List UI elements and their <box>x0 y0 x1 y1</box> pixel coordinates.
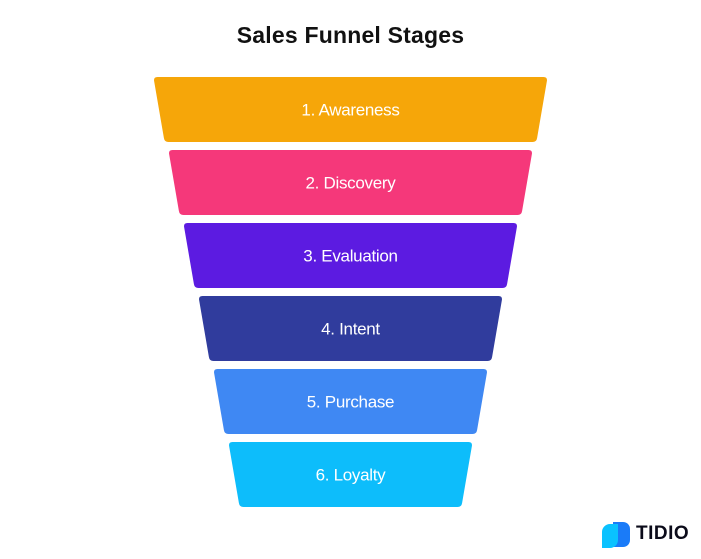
funnel-stage-label: 3. Evaluation <box>303 247 397 266</box>
funnel-stage-awareness: 1. Awareness <box>154 77 547 142</box>
funnel-stage-label: 6. Loyalty <box>316 466 387 485</box>
funnel-stage-evaluation: 3. Evaluation <box>184 223 517 288</box>
page-title: Sales Funnel Stages <box>236 22 465 48</box>
funnel-stage-band <box>154 77 547 142</box>
funnel-stage-purchase: 5. Purchase <box>214 369 487 434</box>
funnel-stage-discovery: 2. Discovery <box>169 150 532 215</box>
tidio-logo-icon <box>602 522 630 548</box>
funnel-stage-band <box>214 369 487 434</box>
brand-name: TIDIO <box>636 523 690 544</box>
funnel-stage-label: 2. Discovery <box>306 174 397 193</box>
funnel-stage-label: 4. Intent <box>321 320 380 339</box>
funnel-stage-label: 5. Purchase <box>307 393 394 412</box>
funnel-stage-band <box>199 296 502 361</box>
funnel-stage-band <box>229 442 472 507</box>
funnel-stage-band <box>169 150 532 215</box>
funnel-stage-loyalty: 6. Loyalty <box>229 442 472 507</box>
funnel-stage-band <box>184 223 517 288</box>
brand: TIDIO <box>601 519 689 549</box>
funnel-stage-label: 1. Awareness <box>301 101 399 120</box>
funnel-stage-intent: 4. Intent <box>199 296 502 361</box>
